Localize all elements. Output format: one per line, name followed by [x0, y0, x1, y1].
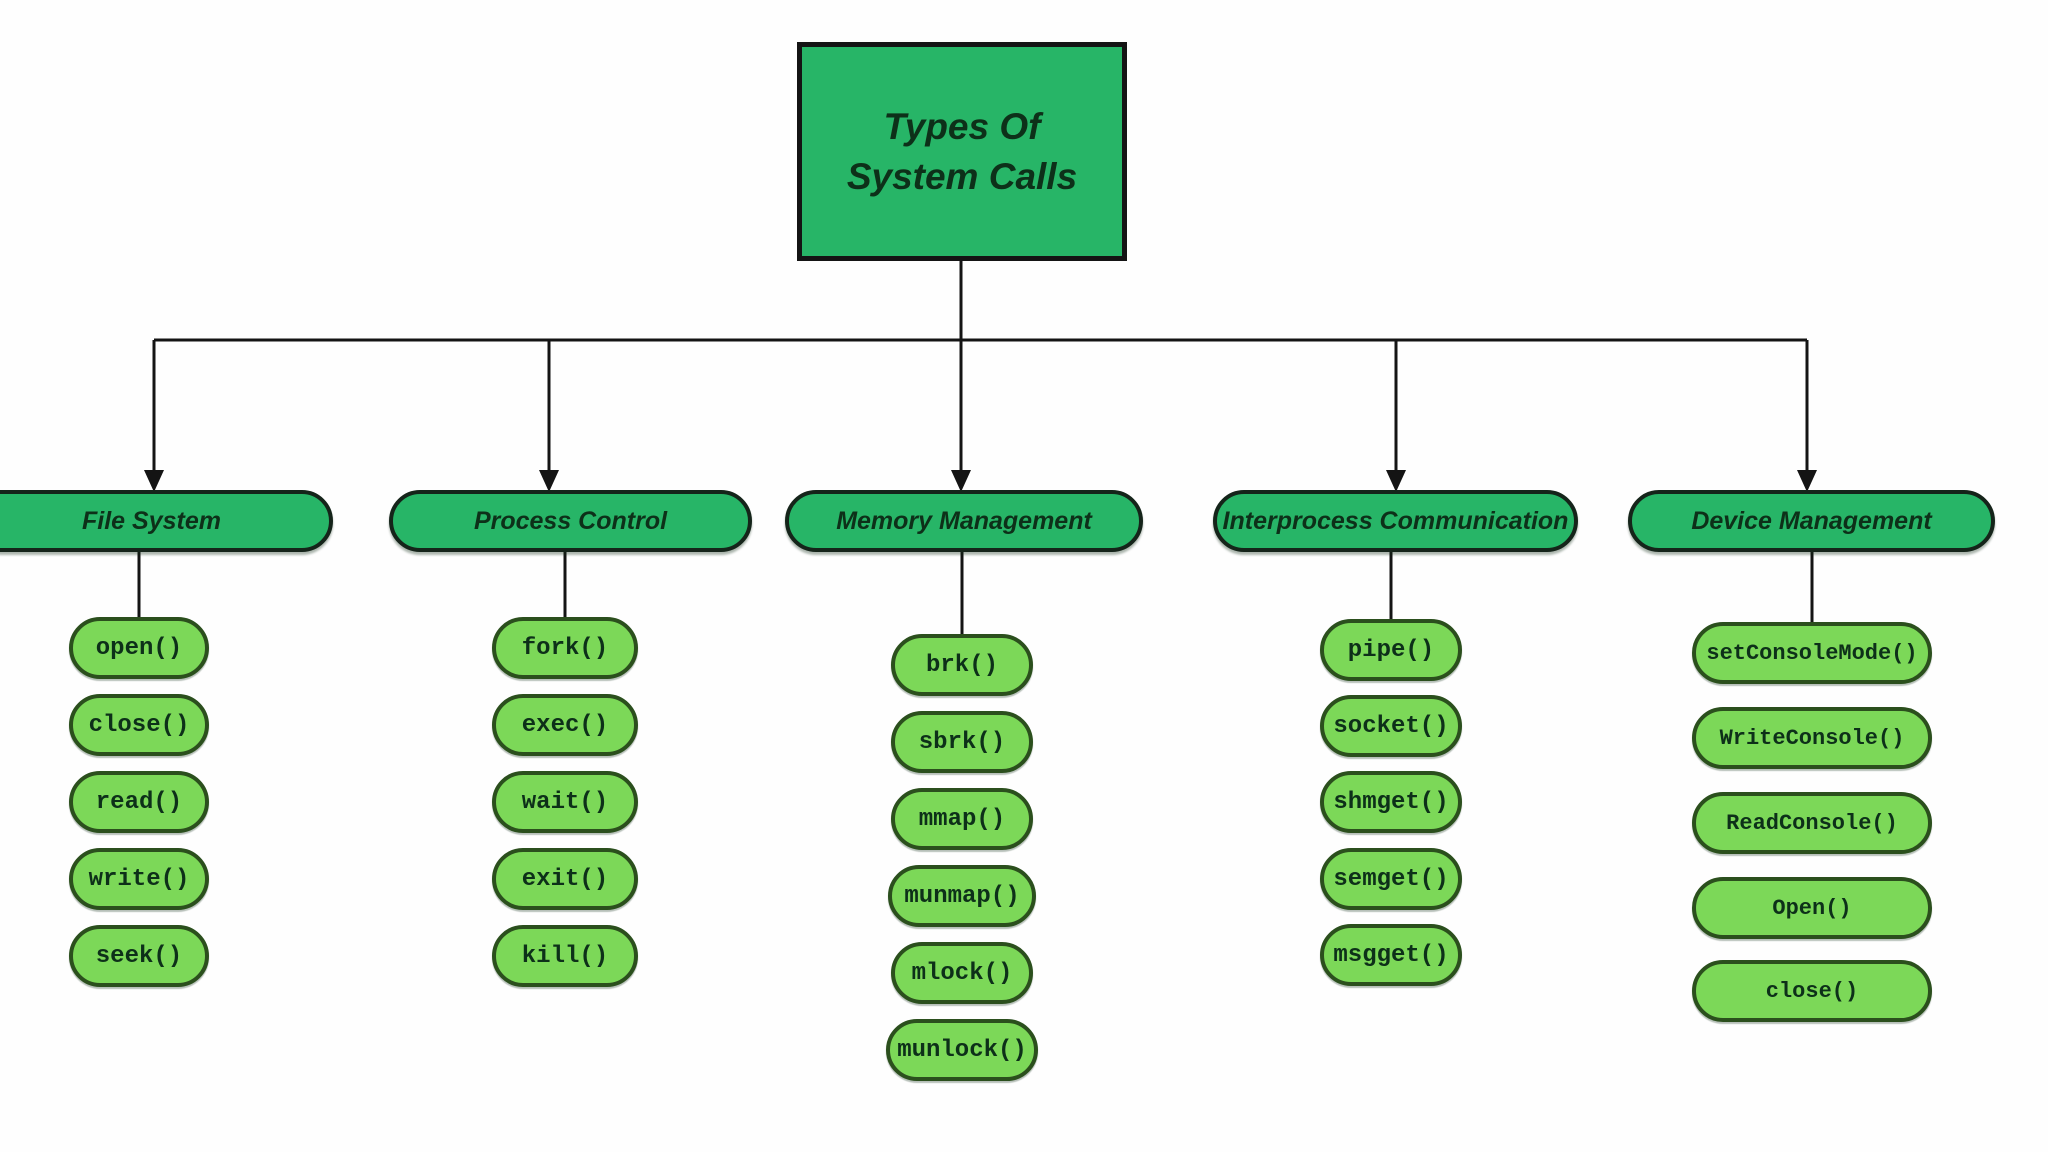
syscall-node-readconsole: ReadConsole() — [1692, 792, 1932, 854]
syscall-label: close() — [1765, 978, 1859, 1004]
syscall-label: munmap() — [904, 882, 1020, 910]
syscall-label: Open() — [1772, 895, 1852, 921]
arrowhead-process-control — [539, 470, 559, 492]
syscall-node-fork: fork() — [492, 617, 638, 679]
syscall-label: open() — [95, 634, 183, 662]
category-label: Memory Management — [836, 506, 1092, 535]
syscall-label: exec() — [521, 711, 609, 739]
syscall-node-exec: exec() — [492, 694, 638, 756]
syscall-node-semget: semget() — [1320, 848, 1462, 910]
syscall-node-close: close() — [69, 694, 209, 756]
syscall-node-msgget: msgget() — [1320, 924, 1462, 986]
syscall-label: exit() — [521, 865, 609, 893]
syscall-label: setConsoleMode() — [1706, 640, 1918, 666]
category-node-interprocess-communication: Interprocess Communication — [1213, 490, 1578, 552]
category-node-memory-management: Memory Management — [785, 490, 1143, 552]
syscall-label: wait() — [521, 788, 609, 816]
syscall-node-wait: wait() — [492, 771, 638, 833]
category-label: Process Control — [473, 506, 668, 535]
syscall-label: WriteConsole() — [1719, 725, 1905, 751]
category-node-file-system: File System — [0, 490, 333, 552]
syscall-node-open: open() — [69, 617, 209, 679]
arrowhead-device-management — [1797, 470, 1817, 492]
syscall-label: mlock() — [911, 959, 1013, 987]
syscall-node-open-device: Open() — [1692, 877, 1932, 939]
category-label: Interprocess Communication — [1222, 506, 1569, 535]
syscall-label: brk() — [925, 651, 998, 679]
title-box: Types Of System Calls — [797, 42, 1127, 261]
syscall-node-sbrk: sbrk() — [891, 711, 1033, 773]
category-node-device-management: Device Management — [1628, 490, 1995, 552]
title-text: Types Of System Calls — [846, 105, 1078, 197]
category-label: File System — [82, 506, 221, 535]
syscall-label: socket() — [1333, 712, 1449, 740]
syscall-node-pipe: pipe() — [1320, 619, 1462, 681]
syscall-node-close-device: close() — [1692, 960, 1932, 1022]
syscall-node-read: read() — [69, 771, 209, 833]
syscall-label: msgget() — [1333, 941, 1449, 969]
syscall-label: munlock() — [897, 1036, 1027, 1064]
arrowhead-interprocess-communication — [1386, 470, 1406, 492]
syscall-label: semget() — [1333, 865, 1449, 893]
syscall-node-mlock: mlock() — [891, 942, 1033, 1004]
syscall-label: mmap() — [918, 805, 1006, 833]
syscall-node-kill: kill() — [492, 925, 638, 987]
syscall-label: kill() — [521, 942, 609, 970]
syscall-label: seek() — [95, 942, 183, 970]
syscall-node-writeconsole: WriteConsole() — [1692, 707, 1932, 769]
syscall-label: pipe() — [1347, 636, 1435, 664]
syscall-label: read() — [95, 788, 183, 816]
syscall-node-socket: socket() — [1320, 695, 1462, 757]
arrowhead-memory-management — [951, 470, 971, 492]
syscall-label: write() — [88, 865, 190, 893]
syscall-node-seek: seek() — [69, 925, 209, 987]
category-label: Device Management — [1691, 506, 1932, 535]
syscall-label: fork() — [521, 634, 609, 662]
syscall-node-mmap: mmap() — [891, 788, 1033, 850]
syscall-label: ReadConsole() — [1726, 810, 1898, 836]
syscall-node-exit: exit() — [492, 848, 638, 910]
syscall-label: close() — [88, 711, 190, 739]
arrowhead-file-system — [144, 470, 164, 492]
category-node-process-control: Process Control — [389, 490, 752, 552]
syscall-node-munlock: munlock() — [886, 1019, 1038, 1081]
syscall-label: sbrk() — [918, 728, 1006, 756]
syscall-node-munmap: munmap() — [888, 865, 1036, 927]
syscall-node-shmget: shmget() — [1320, 771, 1462, 833]
syscall-node-write: write() — [69, 848, 209, 910]
syscall-node-setconsolemode: setConsoleMode() — [1692, 622, 1932, 684]
syscall-label: shmget() — [1333, 788, 1449, 816]
syscall-node-brk: brk() — [891, 634, 1033, 696]
